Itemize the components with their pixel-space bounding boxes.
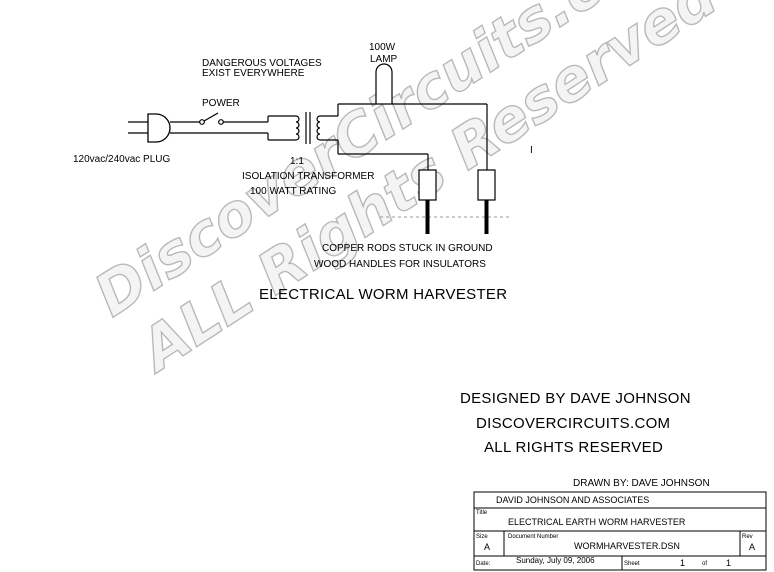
- rating-label: 100 WATT RATING: [250, 186, 337, 197]
- drawing-title: ELECTRICAL EARTH WORM HARVESTER: [508, 517, 686, 527]
- transformer-label: ISOLATION TRANSFORMER: [242, 171, 374, 182]
- rods-label: COPPER RODS STUCK IN GROUND: [322, 243, 493, 254]
- plug-icon: [128, 113, 171, 143]
- website-label: DISCOVERCIRCUITS.COM: [476, 415, 670, 432]
- watermark: DiscoverCircuits.com ALL Rights Reserved: [82, 0, 730, 387]
- sheet-value: 1: [680, 558, 685, 568]
- rev-value: A: [749, 542, 755, 552]
- stray-marker: I: [530, 145, 533, 156]
- circuit-wiring: [170, 103, 488, 170]
- plug-label: 120vac/240vac PLUG: [73, 154, 171, 165]
- power-label: POWER: [202, 98, 240, 109]
- page-title: ELECTRICAL WORM HARVESTER: [259, 286, 507, 303]
- transformer-icon: [295, 112, 321, 144]
- ratio-label: 1:1: [290, 156, 304, 167]
- title-block: [473, 491, 767, 571]
- sheet-caption: Sheet: [624, 561, 640, 567]
- warning-label-2: EXIST EVERYWHERE: [202, 68, 305, 79]
- ground-rod-right: [477, 169, 496, 234]
- power-switch-icon: [199, 112, 224, 125]
- handles-label: WOOD HANDLES FOR INSULATORS: [314, 259, 486, 270]
- size-caption: Size: [476, 534, 488, 540]
- ground-rod-left: [418, 169, 437, 234]
- warning-label-1: DANGEROUS VOLTAGES: [202, 58, 322, 69]
- of-caption: of: [702, 561, 707, 567]
- of-value: 1: [726, 558, 731, 568]
- title-caption: Title: [476, 510, 488, 516]
- document-number-value: WORMHARVESTER.DSN: [574, 541, 680, 551]
- date-caption: Date:: [476, 561, 491, 567]
- rights-label: ALL RIGHTS RESERVED: [484, 439, 663, 456]
- size-value: A: [484, 542, 490, 552]
- rev-caption: Rev: [742, 534, 753, 540]
- drawn-by-label: DRAWN BY: DAVE JOHNSON: [573, 478, 710, 489]
- lamp-label: LAMP: [370, 54, 398, 65]
- lamp-icon: [373, 63, 395, 105]
- lamp-wattage-label: 100W: [369, 42, 396, 53]
- document-number-caption: Document Number: [508, 534, 558, 540]
- designed-by-label: DESIGNED BY DAVE JOHNSON: [460, 390, 691, 407]
- date-value: Sunday, July 09, 2006: [516, 556, 595, 565]
- company-name: DAVID JOHNSON AND ASSOCIATES: [496, 495, 649, 505]
